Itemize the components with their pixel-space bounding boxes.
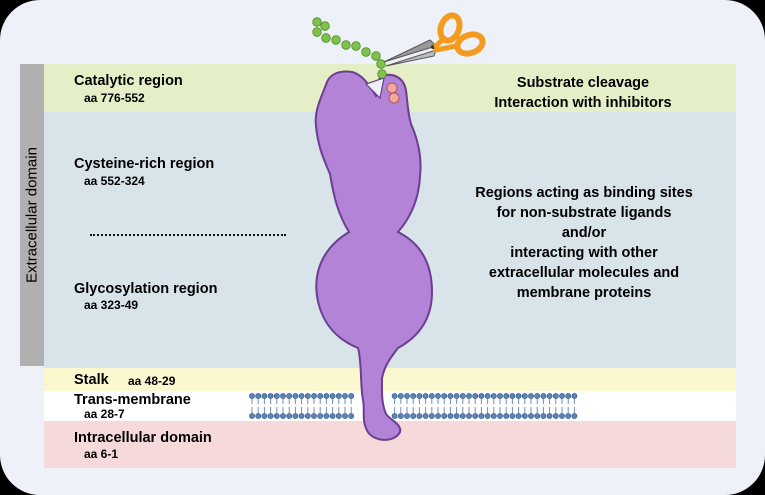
- lipid-molecule: [317, 392, 324, 420]
- lipid-molecule: [552, 392, 559, 420]
- transmembrane-band: [44, 391, 736, 421]
- lipid-molecule: [565, 392, 572, 420]
- lipid-molecule: [391, 392, 398, 420]
- binding-function-line: Regions acting as binding sites: [475, 185, 693, 201]
- lipid-molecule: [546, 392, 553, 420]
- substrate-bead: [376, 59, 386, 69]
- scissors-icon: [383, 12, 486, 67]
- lipid-molecule: [410, 392, 417, 420]
- lipid-molecule: [558, 392, 566, 420]
- lipid-molecule: [509, 392, 516, 420]
- glycosylation-region-aa: aa 323-49: [84, 298, 139, 312]
- lipid-molecule: [279, 392, 287, 420]
- binding-function-line: membrane proteins: [516, 285, 652, 301]
- binding-function-line: extracellular molecules and: [488, 265, 680, 281]
- substrate-bead: [361, 47, 371, 57]
- stalk-title: Stalk: [74, 372, 109, 388]
- lipid-molecule: [248, 392, 256, 420]
- catalytic-cleft: [364, 77, 385, 100]
- lipid-molecule: [441, 392, 448, 420]
- substrate-bead: [371, 51, 381, 61]
- substrate-bead: [341, 40, 351, 50]
- catalytic-function-line: Interaction with inhibitors: [494, 95, 672, 111]
- lipid-molecule: [496, 392, 504, 420]
- lipid-molecule: [534, 392, 541, 420]
- intracellular-domain-title: Intracellular domain: [74, 430, 212, 446]
- catalytic-zinc-ion: [386, 82, 398, 94]
- lipid-molecule: [515, 392, 522, 420]
- intracellular-domain-aa: aa 6-1: [84, 447, 119, 461]
- lipid-molecule: [255, 392, 262, 420]
- extracellular-bracket: [20, 64, 44, 366]
- lipid-molecule: [503, 392, 510, 420]
- substrate-bead: [321, 33, 331, 43]
- lipid-molecule: [490, 392, 497, 420]
- lipid-molecule: [453, 392, 460, 420]
- catalytic-function-text: Substrate cleavage Interaction with inhi…: [494, 73, 671, 113]
- region-divider: [90, 234, 286, 236]
- lipid-molecule: [478, 392, 485, 420]
- binding-function-line: and/or: [561, 225, 607, 241]
- lipid-molecule: [273, 392, 280, 420]
- lipid-molecule: [416, 392, 423, 420]
- lipid-molecule: [261, 392, 268, 420]
- lipid-molecule: [571, 392, 578, 420]
- transmembrane-aa: aa 28-7: [84, 407, 125, 421]
- lipid-molecule: [447, 392, 454, 420]
- lipid-molecule: [527, 392, 535, 420]
- lipid-molecule: [397, 392, 404, 420]
- catalytic-region-title: Catalytic region: [74, 73, 183, 89]
- substrate-bead: [312, 17, 322, 27]
- lipid-molecule: [521, 392, 528, 420]
- substrate-bead: [351, 41, 361, 51]
- lipid-molecule: [335, 392, 342, 420]
- lipid-molecule: [348, 392, 355, 420]
- lipid-molecule: [465, 392, 473, 420]
- lipid-molecule: [484, 392, 491, 420]
- glycosylation-region-title: Glycosylation region: [74, 281, 218, 297]
- binding-function-line: for non-substrate ligands: [496, 205, 672, 221]
- catalytic-zinc-ion: [388, 92, 400, 104]
- substrate-chain: [312, 17, 387, 79]
- substrate-bead: [377, 69, 387, 79]
- lipid-molecule: [403, 392, 411, 420]
- lipid-molecule: [267, 392, 274, 420]
- lipid-molecule: [292, 392, 299, 420]
- lipid-molecule: [428, 392, 435, 420]
- lipid-molecule: [434, 392, 442, 420]
- catalytic-function-line: Substrate cleavage: [516, 75, 650, 91]
- lipid-molecule: [323, 392, 330, 420]
- lipid-molecule: [341, 392, 349, 420]
- lipid-bilayer: [248, 392, 578, 420]
- substrate-bead: [320, 21, 330, 31]
- cysteine-region-title: Cysteine-rich region: [74, 156, 215, 172]
- catalytic-region-aa: aa 776-552: [84, 91, 145, 105]
- lipid-molecule: [472, 392, 479, 420]
- lipid-molecule: [298, 392, 305, 420]
- stalk-aa: aa 48-29: [128, 374, 176, 388]
- lipid-molecule: [540, 392, 547, 420]
- binding-function-text: Regions acting as binding sites for non-…: [475, 183, 693, 303]
- substrate-bead: [331, 35, 341, 45]
- lipid-molecule: [329, 392, 336, 420]
- lipid-molecule: [422, 392, 429, 420]
- protein-shape: [314, 70, 434, 441]
- lipid-molecule: [310, 392, 318, 420]
- lipid-molecule: [286, 392, 293, 420]
- lipid-molecule: [459, 392, 466, 420]
- lipid-molecule: [304, 392, 311, 420]
- substrate-bead: [312, 27, 322, 37]
- stalk-band: [44, 368, 736, 391]
- binding-function-line: interacting with other: [510, 245, 658, 261]
- transmembrane-title: Trans-membrane: [74, 392, 191, 408]
- cysteine-region-aa: aa 552-324: [84, 174, 145, 188]
